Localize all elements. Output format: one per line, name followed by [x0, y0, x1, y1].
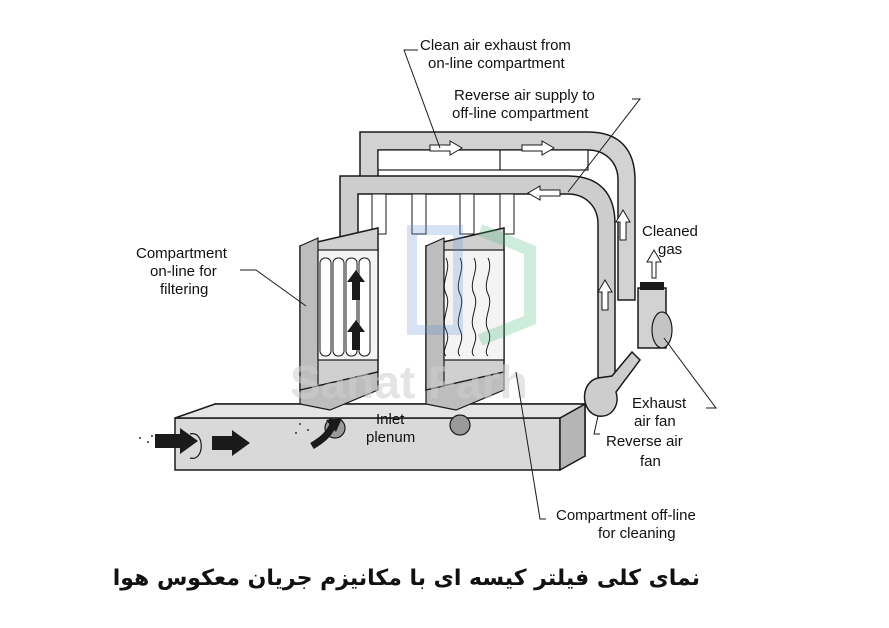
plenum-flow-arrow — [212, 430, 250, 456]
svg-text:fan: fan — [640, 453, 661, 470]
inlet-plenum — [174, 402, 588, 472]
svg-text:air fan: air fan — [634, 413, 676, 430]
compartment-online — [299, 227, 379, 411]
svg-text:Sanat Farh: Sanat Farh — [290, 356, 528, 408]
clean-air-exhaust-duct — [359, 131, 636, 301]
svg-text:Clean air exhaust from: Clean air exhaust from — [420, 37, 571, 54]
label-cleaned-gas: Cleaned gas — [642, 223, 698, 258]
svg-text:Compartment off-line: Compartment off-line — [556, 507, 696, 524]
svg-text:plenum: plenum — [366, 429, 415, 446]
exhaust-air-fan — [637, 249, 673, 349]
svg-text:Reverse air supply to: Reverse air supply to — [454, 87, 595, 104]
svg-text:Exhaust: Exhaust — [632, 395, 687, 412]
svg-text:Compartment: Compartment — [136, 245, 228, 262]
dust-inlet-arrow — [155, 428, 198, 454]
svg-text:Inlet: Inlet — [376, 411, 405, 428]
watermark: Sanat Farh — [290, 224, 536, 408]
label-compartment-offline: Compartment off-line for cleaning — [556, 507, 696, 542]
compartment-offline — [425, 227, 505, 411]
svg-text:filtering: filtering — [160, 281, 208, 298]
svg-text:on-line compartment: on-line compartment — [428, 55, 566, 72]
dust-inlet-flow — [139, 418, 342, 456]
label-reverse-air-supply: Reverse air supply to off-line compartme… — [452, 87, 595, 122]
svg-text:Reverse air: Reverse air — [606, 433, 683, 450]
svg-text:off-line compartment: off-line compartment — [452, 105, 589, 122]
reverse-air-fan — [583, 350, 641, 417]
svg-text:for cleaning: for cleaning — [598, 525, 676, 542]
leader-lines — [240, 49, 717, 520]
svg-text:gas: gas — [658, 241, 682, 258]
label-reverse-air-fan: Reverse air fan — [606, 433, 683, 470]
label-inlet-plenum: Inlet plenum — [366, 411, 415, 446]
figure-caption: نمای کلی فیلتر کیسه ای با مکانیزم جریان … — [112, 566, 700, 591]
svg-text:on-line for: on-line for — [150, 263, 217, 280]
label-compartment-online: Compartment on-line for filtering — [136, 245, 228, 298]
label-clean-air-exhaust: Clean air exhaust from on-line compartme… — [420, 37, 571, 72]
label-exhaust-air-fan: Exhaust air fan — [632, 395, 687, 430]
inlet-opening-right — [449, 414, 471, 436]
filter-bags-offline — [443, 257, 491, 357]
svg-text:Cleaned: Cleaned — [642, 223, 698, 240]
